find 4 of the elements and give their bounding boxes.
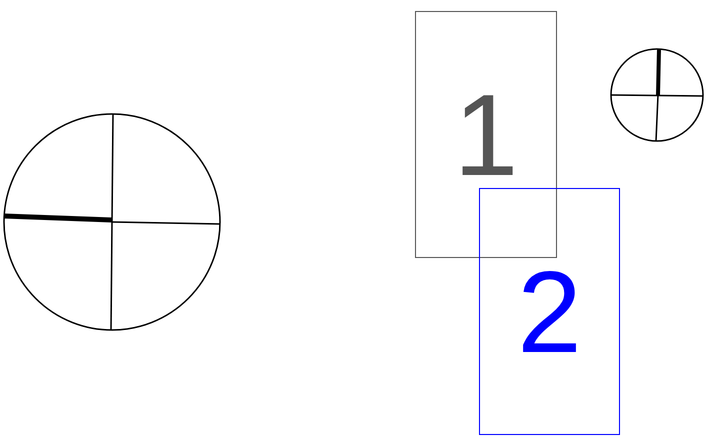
frame-number: 1: [454, 76, 518, 192]
frame-number: 2: [517, 254, 582, 370]
numbered-frame: [415, 11, 557, 258]
numbered-frame: [479, 188, 620, 435]
